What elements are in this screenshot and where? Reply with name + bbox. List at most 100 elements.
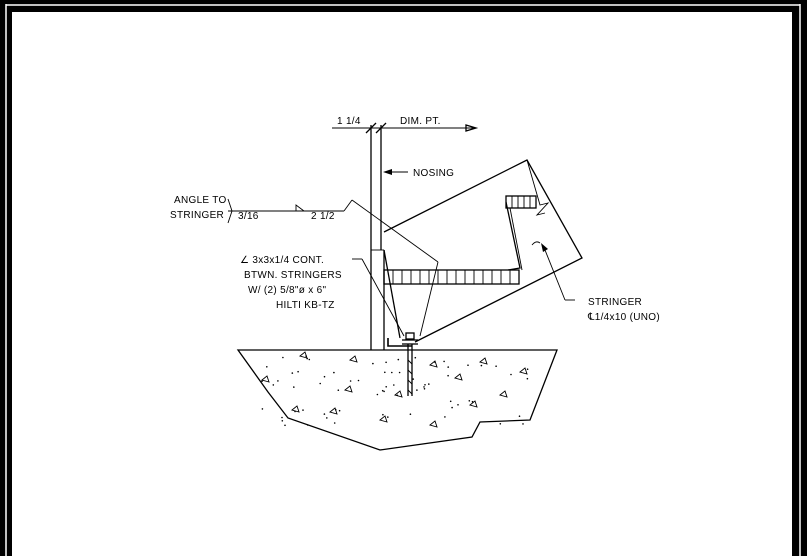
- aggregate-dot: [385, 386, 388, 388]
- aggregate-dot: [414, 356, 417, 359]
- aggregate-dot: [376, 393, 379, 396]
- aggregate-dot: [444, 416, 446, 418]
- weld-flag-bottom: [227, 210, 233, 224]
- aggregate-dot: [284, 424, 286, 427]
- aggregate-dot: [333, 371, 335, 374]
- aggregate-dot: [495, 365, 497, 368]
- aggregate-stone: [379, 415, 388, 423]
- angle-callout-leader-diag: [361, 258, 405, 337]
- aggregate-dot: [518, 415, 521, 418]
- weld-label-line1: ANGLE TO: [174, 195, 227, 206]
- aggregate-dot: [409, 413, 412, 416]
- aggregate-dot: [447, 374, 449, 377]
- weld-arrow-line: [343, 199, 353, 212]
- aggregate-dot: [333, 422, 336, 424]
- aggregate-stone: [429, 360, 438, 368]
- aggregate-dot: [308, 358, 311, 361]
- aggregate-dot: [291, 372, 294, 374]
- aggregate-dot: [357, 379, 360, 382]
- aggregate-stone: [349, 355, 358, 363]
- riser-plate-inner: [509, 207, 523, 271]
- aggregate-dot: [468, 400, 471, 402]
- aggregate-dot: [382, 413, 384, 416]
- concrete-aggregate: [261, 351, 529, 428]
- aggregate-dot: [526, 377, 529, 380]
- aggregate-dot: [338, 409, 341, 412]
- aggregate-dot: [433, 361, 436, 363]
- aggregate-dot: [412, 378, 415, 380]
- aggregate-dot: [261, 408, 264, 410]
- dimension-arrow: [465, 124, 479, 132]
- aggregate-dot: [281, 420, 284, 422]
- aggregate-dot: [282, 356, 284, 359]
- aggregate-dot: [266, 366, 268, 368]
- base-angle: [387, 338, 412, 347]
- angle-label-line1: ∠ 3x3x1/4 CONT.: [240, 255, 324, 266]
- stringer-arrow: [541, 243, 548, 252]
- aggregate-dot: [326, 417, 328, 419]
- aggregate-dot: [381, 389, 384, 392]
- aggregate-dot: [319, 382, 322, 385]
- stringer-label-line1: STRINGER: [588, 297, 642, 308]
- aggregate-dot: [447, 366, 450, 368]
- aggregate-dot: [323, 413, 326, 415]
- aggregate-dot: [451, 406, 453, 409]
- aggregate-dot: [323, 375, 326, 378]
- aggregate-dot: [305, 355, 307, 357]
- aggregate-dot: [372, 362, 374, 365]
- aggregate-dot: [443, 360, 445, 363]
- weld-flag-top: [227, 198, 233, 212]
- aggregate-dot: [294, 410, 296, 413]
- dimension-tick-2: [375, 122, 387, 134]
- aggregate-dot: [384, 371, 386, 374]
- aggregate-stone: [454, 373, 463, 381]
- aggregate-stone: [394, 390, 403, 398]
- stringer-label-line2: ℄1/4x10 (UNO): [587, 312, 660, 323]
- stringer-plate-outline: [383, 159, 583, 343]
- aggregate-stone: [479, 357, 488, 365]
- aggregate-dot: [423, 386, 425, 388]
- aggregate-dot: [396, 394, 399, 397]
- aggregate-dot: [337, 389, 340, 392]
- dimension-reference-label: DIM. PT.: [400, 116, 441, 127]
- weld-size: 3/16: [238, 211, 259, 222]
- angle-label-line4: HILTI KB-TZ: [276, 300, 335, 311]
- aggregate-dot: [471, 400, 474, 403]
- dimension-tick-1: [365, 122, 377, 134]
- concrete-slab: [236, 349, 558, 451]
- aggregate-dot: [423, 388, 426, 390]
- aggregate-dot: [467, 364, 469, 367]
- stringer-leader: [544, 249, 566, 301]
- weld-length: 2 1/2: [311, 211, 335, 222]
- nosing-arrow: [383, 169, 392, 175]
- angle-label-line2: BTWN. STRINGERS: [244, 270, 342, 281]
- angle-label-line3: W/ (2) 5/8"ø x 6": [248, 285, 326, 296]
- aggregate-dot: [383, 390, 385, 393]
- aggregate-dot: [349, 380, 352, 382]
- aggregate-dot: [393, 384, 395, 386]
- lower-tread-grating: [383, 269, 520, 285]
- aggregate-dot: [302, 409, 304, 411]
- aggregate-dot: [449, 400, 452, 403]
- aggregate-dot: [293, 386, 295, 388]
- weld-leader-down: [419, 261, 439, 337]
- dimension-offset-label: 1 1/4: [337, 116, 361, 127]
- aggregate-dot: [424, 384, 426, 386]
- aggregate-dot: [261, 380, 263, 383]
- weld-leader: [351, 199, 439, 263]
- aggregate-dot: [397, 358, 400, 361]
- aggregate-stone: [344, 385, 353, 393]
- aggregate-stone: [469, 400, 478, 408]
- aggregate-dot: [398, 371, 401, 374]
- aggregate-dot: [297, 370, 299, 373]
- aggregate-dot: [277, 380, 279, 382]
- aggregate-dot: [387, 416, 389, 418]
- aggregate-dot: [306, 424, 309, 426]
- aggregate-dot: [526, 368, 529, 371]
- aggregate-dot: [428, 383, 430, 385]
- nosing-label: NOSING: [413, 168, 454, 179]
- aggregate-dot: [499, 423, 502, 425]
- stringer-break-line: [526, 159, 550, 216]
